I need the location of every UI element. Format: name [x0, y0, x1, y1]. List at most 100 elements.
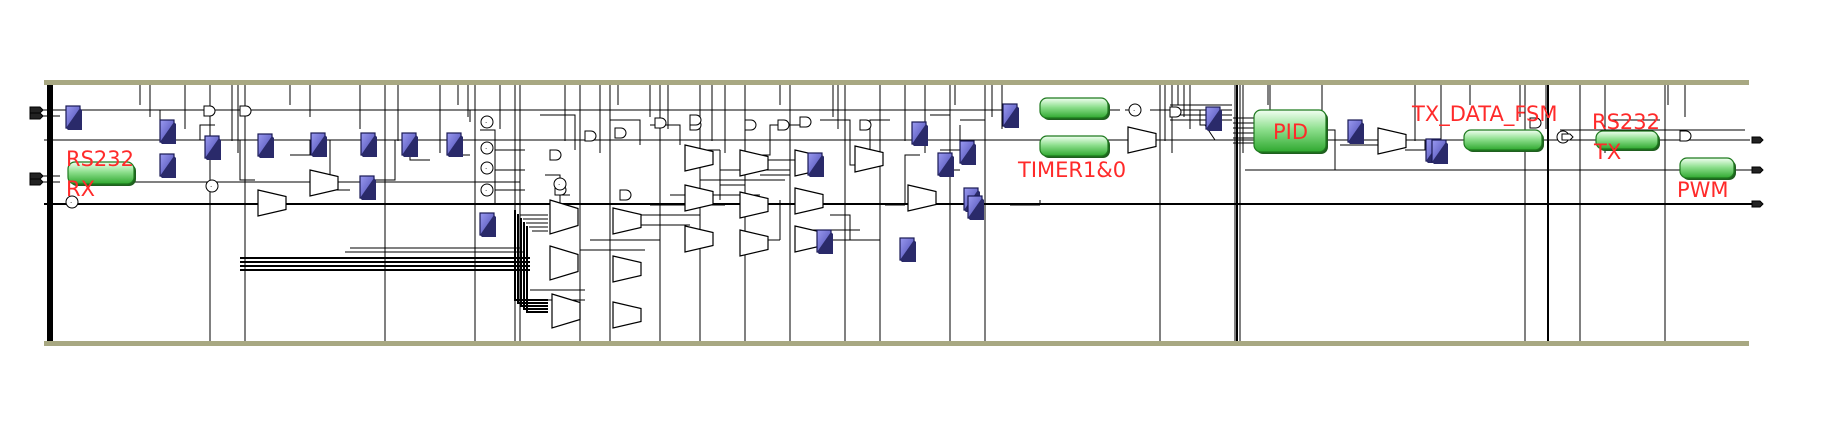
mux-block: [739, 149, 769, 177]
mux-block: [684, 184, 714, 212]
pid-label: PID: [1273, 120, 1308, 144]
mux-block: [739, 229, 769, 257]
register-shadow: [160, 122, 176, 144]
block-labels: RS232 RX TIMER1&0 TX_DATA_FSM RS232 TX P…: [66, 102, 1729, 202]
register-shadow: [360, 178, 376, 200]
rs232-tx-label-line1: RS232: [1592, 110, 1660, 134]
inverter-circle: [553, 177, 567, 191]
mux-block: [309, 169, 339, 197]
mux-block: [684, 225, 714, 253]
inverter-mark: ·: [210, 183, 212, 191]
and-gate: [799, 116, 812, 128]
interconnect-wire: [869, 119, 890, 150]
mux-fan-wire: [514, 210, 548, 301]
inverter-circle: [480, 183, 494, 197]
bus-network: [44, 85, 1755, 341]
tx-data-fsm-label: TX_DATA_FSM: [1411, 102, 1557, 127]
register-shadow: [900, 240, 916, 262]
register-shadow: [480, 215, 496, 237]
inverter-mark: ·: [70, 199, 72, 207]
bottom-rail: [44, 341, 1749, 346]
register-shadow: [160, 156, 176, 178]
inverter-circle: [480, 115, 494, 129]
and-gate: [239, 105, 252, 117]
pwm-module: [1679, 157, 1735, 179]
tx-data-fsm-module: [1463, 129, 1543, 151]
mux-fan-wire: [523, 222, 548, 310]
pid-module: [1253, 109, 1327, 153]
mux-block: [257, 189, 287, 217]
output-port: [1751, 136, 1764, 144]
inverter-mark: ·: [485, 187, 487, 195]
mux-block: [612, 207, 642, 235]
inverter-circle: [205, 179, 219, 193]
register-shadow: [960, 143, 976, 165]
interconnect-wire: [480, 129, 496, 205]
interconnect-wire: [540, 114, 576, 150]
mux-block: [1127, 126, 1157, 154]
top-rail: [44, 80, 1749, 85]
interconnect-wire: [199, 124, 215, 140]
and-gate: [1169, 106, 1182, 118]
inverter-circle: [480, 141, 494, 155]
and-gate: [1679, 130, 1692, 142]
port-group: [29, 106, 1764, 208]
mux-block: [907, 184, 937, 212]
register-shadow: [968, 198, 984, 220]
mux-block: [739, 191, 769, 219]
interconnect-wire: [830, 214, 851, 240]
gate-group: [203, 105, 1692, 201]
mux-fan-wire: [517, 214, 548, 304]
mux-block: [854, 145, 884, 173]
register-shadow: [205, 138, 221, 160]
inverter-circle: [480, 161, 494, 175]
and-gate: [203, 105, 216, 117]
output-port: [1751, 166, 1764, 174]
mux-block: [794, 187, 824, 215]
register-shadow: [258, 136, 274, 158]
register-shadow: [1206, 109, 1222, 131]
inverter-circle: [65, 195, 79, 209]
register-shadow: [361, 135, 377, 157]
inverter-group: ·········: [65, 103, 1570, 209]
register-shadow: [938, 155, 954, 177]
interconnect-wire: [904, 154, 920, 205]
and-gate: [689, 114, 702, 126]
inverter-mark: ·: [485, 119, 487, 127]
mux-block: [1377, 127, 1407, 155]
rs232-tx-module: [1595, 130, 1659, 150]
and-gate: [744, 119, 757, 131]
inverter-mark: ·: [485, 145, 487, 153]
register-shadow: [808, 155, 824, 177]
register-shadow: [447, 135, 463, 157]
and-gate: [859, 119, 872, 131]
and-gate: [614, 127, 627, 139]
timer-module-lower: [1039, 135, 1109, 157]
mux-block: [684, 144, 714, 172]
input-port: [29, 106, 44, 114]
inverter-mark: ·: [1133, 107, 1135, 115]
inverter-mark: ·: [485, 165, 487, 173]
pwm-label: PWM: [1677, 178, 1729, 202]
rs232-tx-label-line2: TX: [1593, 140, 1621, 164]
and-gate: [584, 130, 597, 142]
power-rails: [44, 80, 1749, 346]
and-gate: [619, 189, 632, 201]
timer-module-upper: [1039, 97, 1109, 119]
and-gate: [549, 149, 562, 161]
register-shadow: [1432, 142, 1448, 164]
timer-label: TIMER1&0: [1017, 158, 1126, 182]
input-port: [29, 178, 44, 186]
and-gate: [654, 117, 667, 129]
interconnect-wire: [370, 140, 396, 181]
register-shadow: [912, 124, 928, 146]
buffer-stub: [1561, 133, 1574, 141]
rs232-rx-module: [67, 161, 135, 185]
and-gate: [777, 119, 790, 131]
rs232-rx-label-line2: RX: [66, 177, 95, 201]
mux-block: [612, 301, 642, 329]
register-shadow: [66, 108, 82, 130]
mux-block: [551, 293, 581, 329]
mux-block: [549, 245, 579, 281]
